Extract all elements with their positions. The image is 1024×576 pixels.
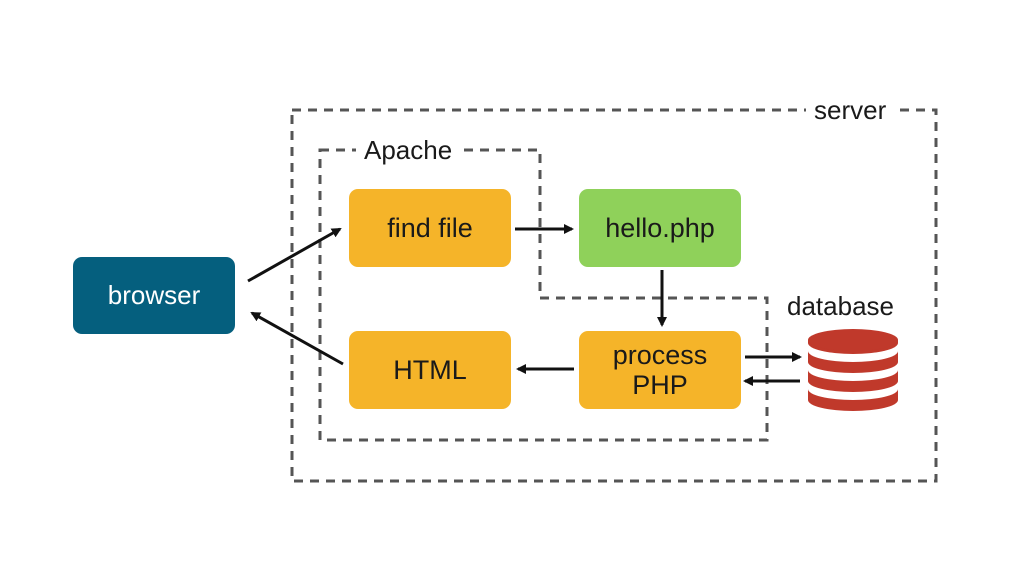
process-php-node: process PHP (579, 331, 741, 409)
html-node: HTML (349, 331, 511, 409)
find-file-node: find file (349, 189, 511, 267)
database-icon (808, 329, 898, 411)
server-label: server (806, 95, 895, 125)
apache-label: Apache (356, 135, 461, 165)
hello-php-node: hello.php (579, 189, 741, 267)
arrow-html-to-browser (250, 311, 344, 366)
database-label: database (787, 291, 894, 321)
browser-node: browser (73, 257, 235, 334)
apache-container (318, 148, 769, 442)
server-container (290, 108, 938, 483)
arrow-browser-to-find-file (247, 227, 342, 283)
